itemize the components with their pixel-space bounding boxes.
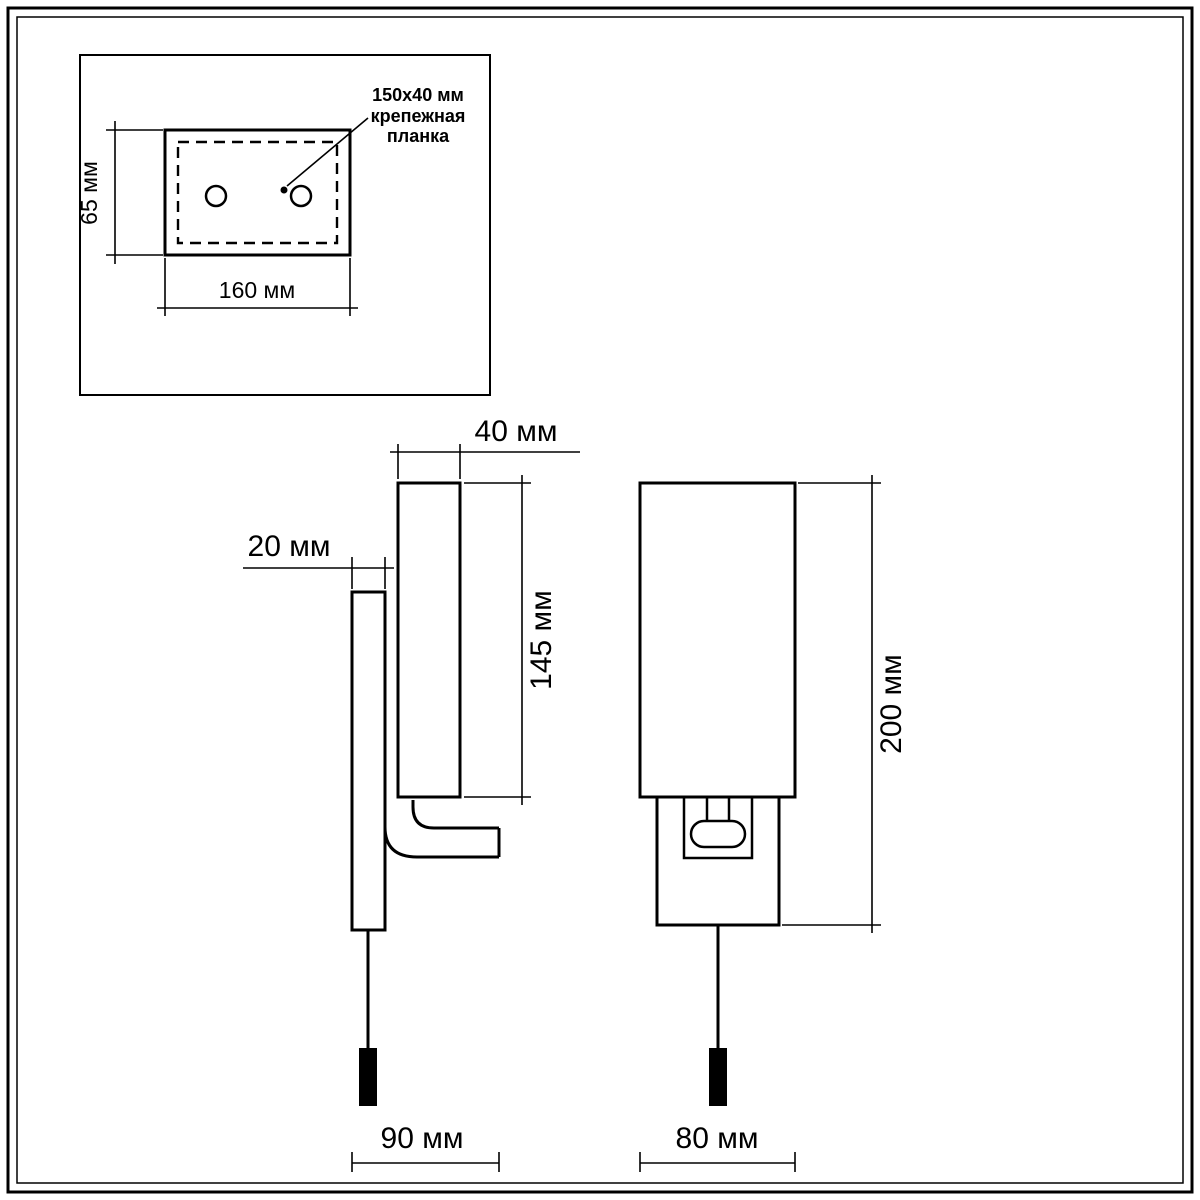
side-lamp-arm [383,800,501,859]
front-pull-weight [709,1048,727,1106]
dimension-shade-depth: 40 мм [390,415,580,479]
front-lamp-socket [682,797,754,860]
front-view-drawing [638,481,797,1106]
dimension-overall-depth: 90 мм [351,1122,500,1172]
mounting-plate-callout: 150x40 мм крепежная планка [371,85,466,146]
plate-width-label: 160 мм [219,277,295,303]
side-pull-weight [359,1048,377,1106]
mounting-plate-drawing [163,117,369,257]
plate-depth-label: 20 мм [248,530,331,563]
side-view-drawing [350,481,501,1106]
dimension-shade-height: 145 мм [464,475,558,805]
side-shade [396,481,462,799]
callout-line-2: крепежная [371,106,466,126]
mounting-hole-left [204,184,228,208]
callout-line-3: планка [387,126,450,146]
overall-height-label: 200 мм [875,654,908,754]
dimension-plate-width: 160 мм [157,258,358,316]
page-frame [6,6,1194,1194]
mounting-hole-right [289,184,313,208]
front-holder-body [655,795,781,927]
plate-height-label: 65 мм [76,161,102,225]
shade-height-label: 145 мм [525,590,558,690]
callout-anchor-dot [280,186,288,194]
side-backplate [350,590,387,932]
dimension-plate-depth: 20 мм [243,530,394,589]
front-width-label: 80 мм [676,1122,759,1155]
mounting-plate-inset: 150x40 мм крепежная планка 65 мм 160 мм [76,54,491,396]
shade-depth-label: 40 мм [475,415,558,448]
dimension-front-width: 80 мм [639,1122,796,1172]
callout-leader-line [286,117,369,187]
front-bulb [689,819,747,849]
dimension-plate-height: 65 мм [76,121,163,264]
callout-line-1: 150x40 мм [372,85,464,105]
front-shade [638,481,797,799]
dimension-overall-height: 200 мм [782,475,908,933]
inset-border [79,54,491,396]
overall-depth-label: 90 мм [381,1122,464,1155]
